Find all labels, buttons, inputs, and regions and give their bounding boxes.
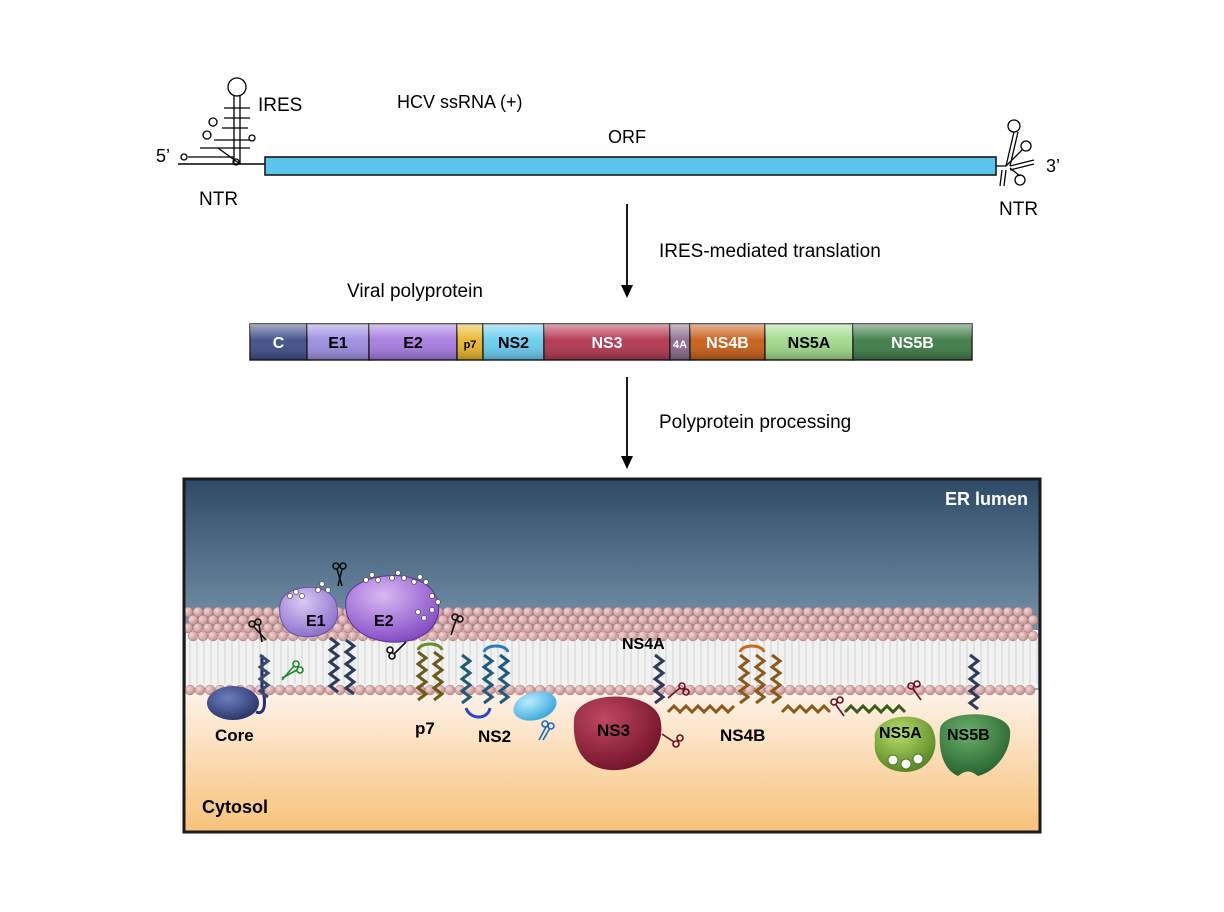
polyprotein-segment-label: NS4B — [706, 335, 749, 352]
ns4a-protein — [652, 653, 666, 705]
ns2-protein — [459, 644, 557, 721]
three-prime-label: 3’ — [1046, 156, 1061, 176]
e2-protein — [343, 575, 440, 696]
polyprotein-segment-4a: 4A — [669, 323, 691, 361]
five-prime-label: 5’ — [156, 146, 171, 166]
ns3-label: NS3 — [597, 721, 631, 740]
polyprotein-segment-p7: p7 — [456, 323, 484, 361]
polyprotein-segment-label: E2 — [403, 335, 423, 352]
genome-title: HCV ssRNA (+) — [397, 92, 523, 112]
polyprotein-segment-ns5b: NS5B — [852, 323, 973, 361]
polyprotein-bar: C E1 E2 p7 NS2 NS3 4A NS4B NS5A NS5B — [249, 323, 973, 361]
polyprotein-segment-c: C — [249, 323, 308, 361]
er-lumen-label: ER lumen — [945, 489, 1029, 509]
membrane-panel — [182, 477, 1042, 834]
orf-label: ORF — [608, 127, 646, 147]
polyprotein-segment-label: p7 — [464, 339, 477, 351]
ns4b-label: NS4B — [720, 726, 766, 745]
ns5a-label: NS5A — [879, 725, 922, 742]
p7-label: p7 — [415, 719, 435, 738]
three-prime-structure — [996, 119, 1035, 187]
ns4a-label: NS4A — [622, 636, 665, 653]
glycan-chains — [287, 570, 441, 621]
ns3-protein — [573, 696, 662, 771]
translation-arrow — [621, 204, 633, 298]
ns2-label: NS2 — [478, 727, 512, 746]
polyprotein-segment-e1: E1 — [306, 323, 370, 361]
processing-arrow — [621, 377, 633, 469]
polyprotein-segment-label: C — [273, 335, 285, 352]
polyprotein-segment-label: E1 — [328, 335, 348, 352]
e1-protein — [279, 586, 341, 694]
cytosol-label: Cytosol — [202, 797, 269, 817]
polyprotein-segment-label: NS3 — [591, 335, 622, 352]
scissors-icons — [248, 562, 922, 748]
translation-step-label: IRES-mediated translation — [659, 241, 881, 262]
core-label: Core — [215, 726, 254, 745]
polyprotein-segment-label: NS5B — [891, 335, 934, 352]
core-protein — [207, 653, 271, 720]
ns5b-label: NS5B — [947, 727, 990, 744]
polyprotein-label: Viral polyprotein — [347, 281, 483, 302]
polyprotein-segment-ns2: NS2 — [482, 323, 545, 361]
ires-label: IRES — [258, 95, 303, 116]
polyprotein-segment-label: NS5A — [788, 335, 831, 352]
processing-step-label: Polyprotein processing — [659, 412, 852, 433]
ns4b-protein — [666, 644, 832, 715]
ns5b-protein — [939, 653, 1011, 776]
orf-bar — [264, 156, 997, 176]
ntr-right-label: NTR — [999, 199, 1039, 220]
ntr-left-label: NTR — [199, 189, 239, 210]
polyprotein-segment-ns3: NS3 — [543, 323, 671, 361]
e1-label: E1 — [306, 613, 326, 630]
polyprotein-segment-label: NS2 — [498, 335, 529, 352]
ires-structure — [180, 77, 256, 166]
ns5a-protein — [843, 703, 936, 772]
e2-label: E2 — [374, 613, 394, 630]
polyprotein-segment-e2: E2 — [368, 323, 458, 361]
polyprotein-segment-ns4b: NS4B — [689, 323, 766, 361]
p7-protein — [415, 642, 445, 702]
polyprotein-segment-label: 4A — [673, 339, 687, 351]
polyprotein-segment-ns5a: NS5A — [764, 323, 854, 361]
